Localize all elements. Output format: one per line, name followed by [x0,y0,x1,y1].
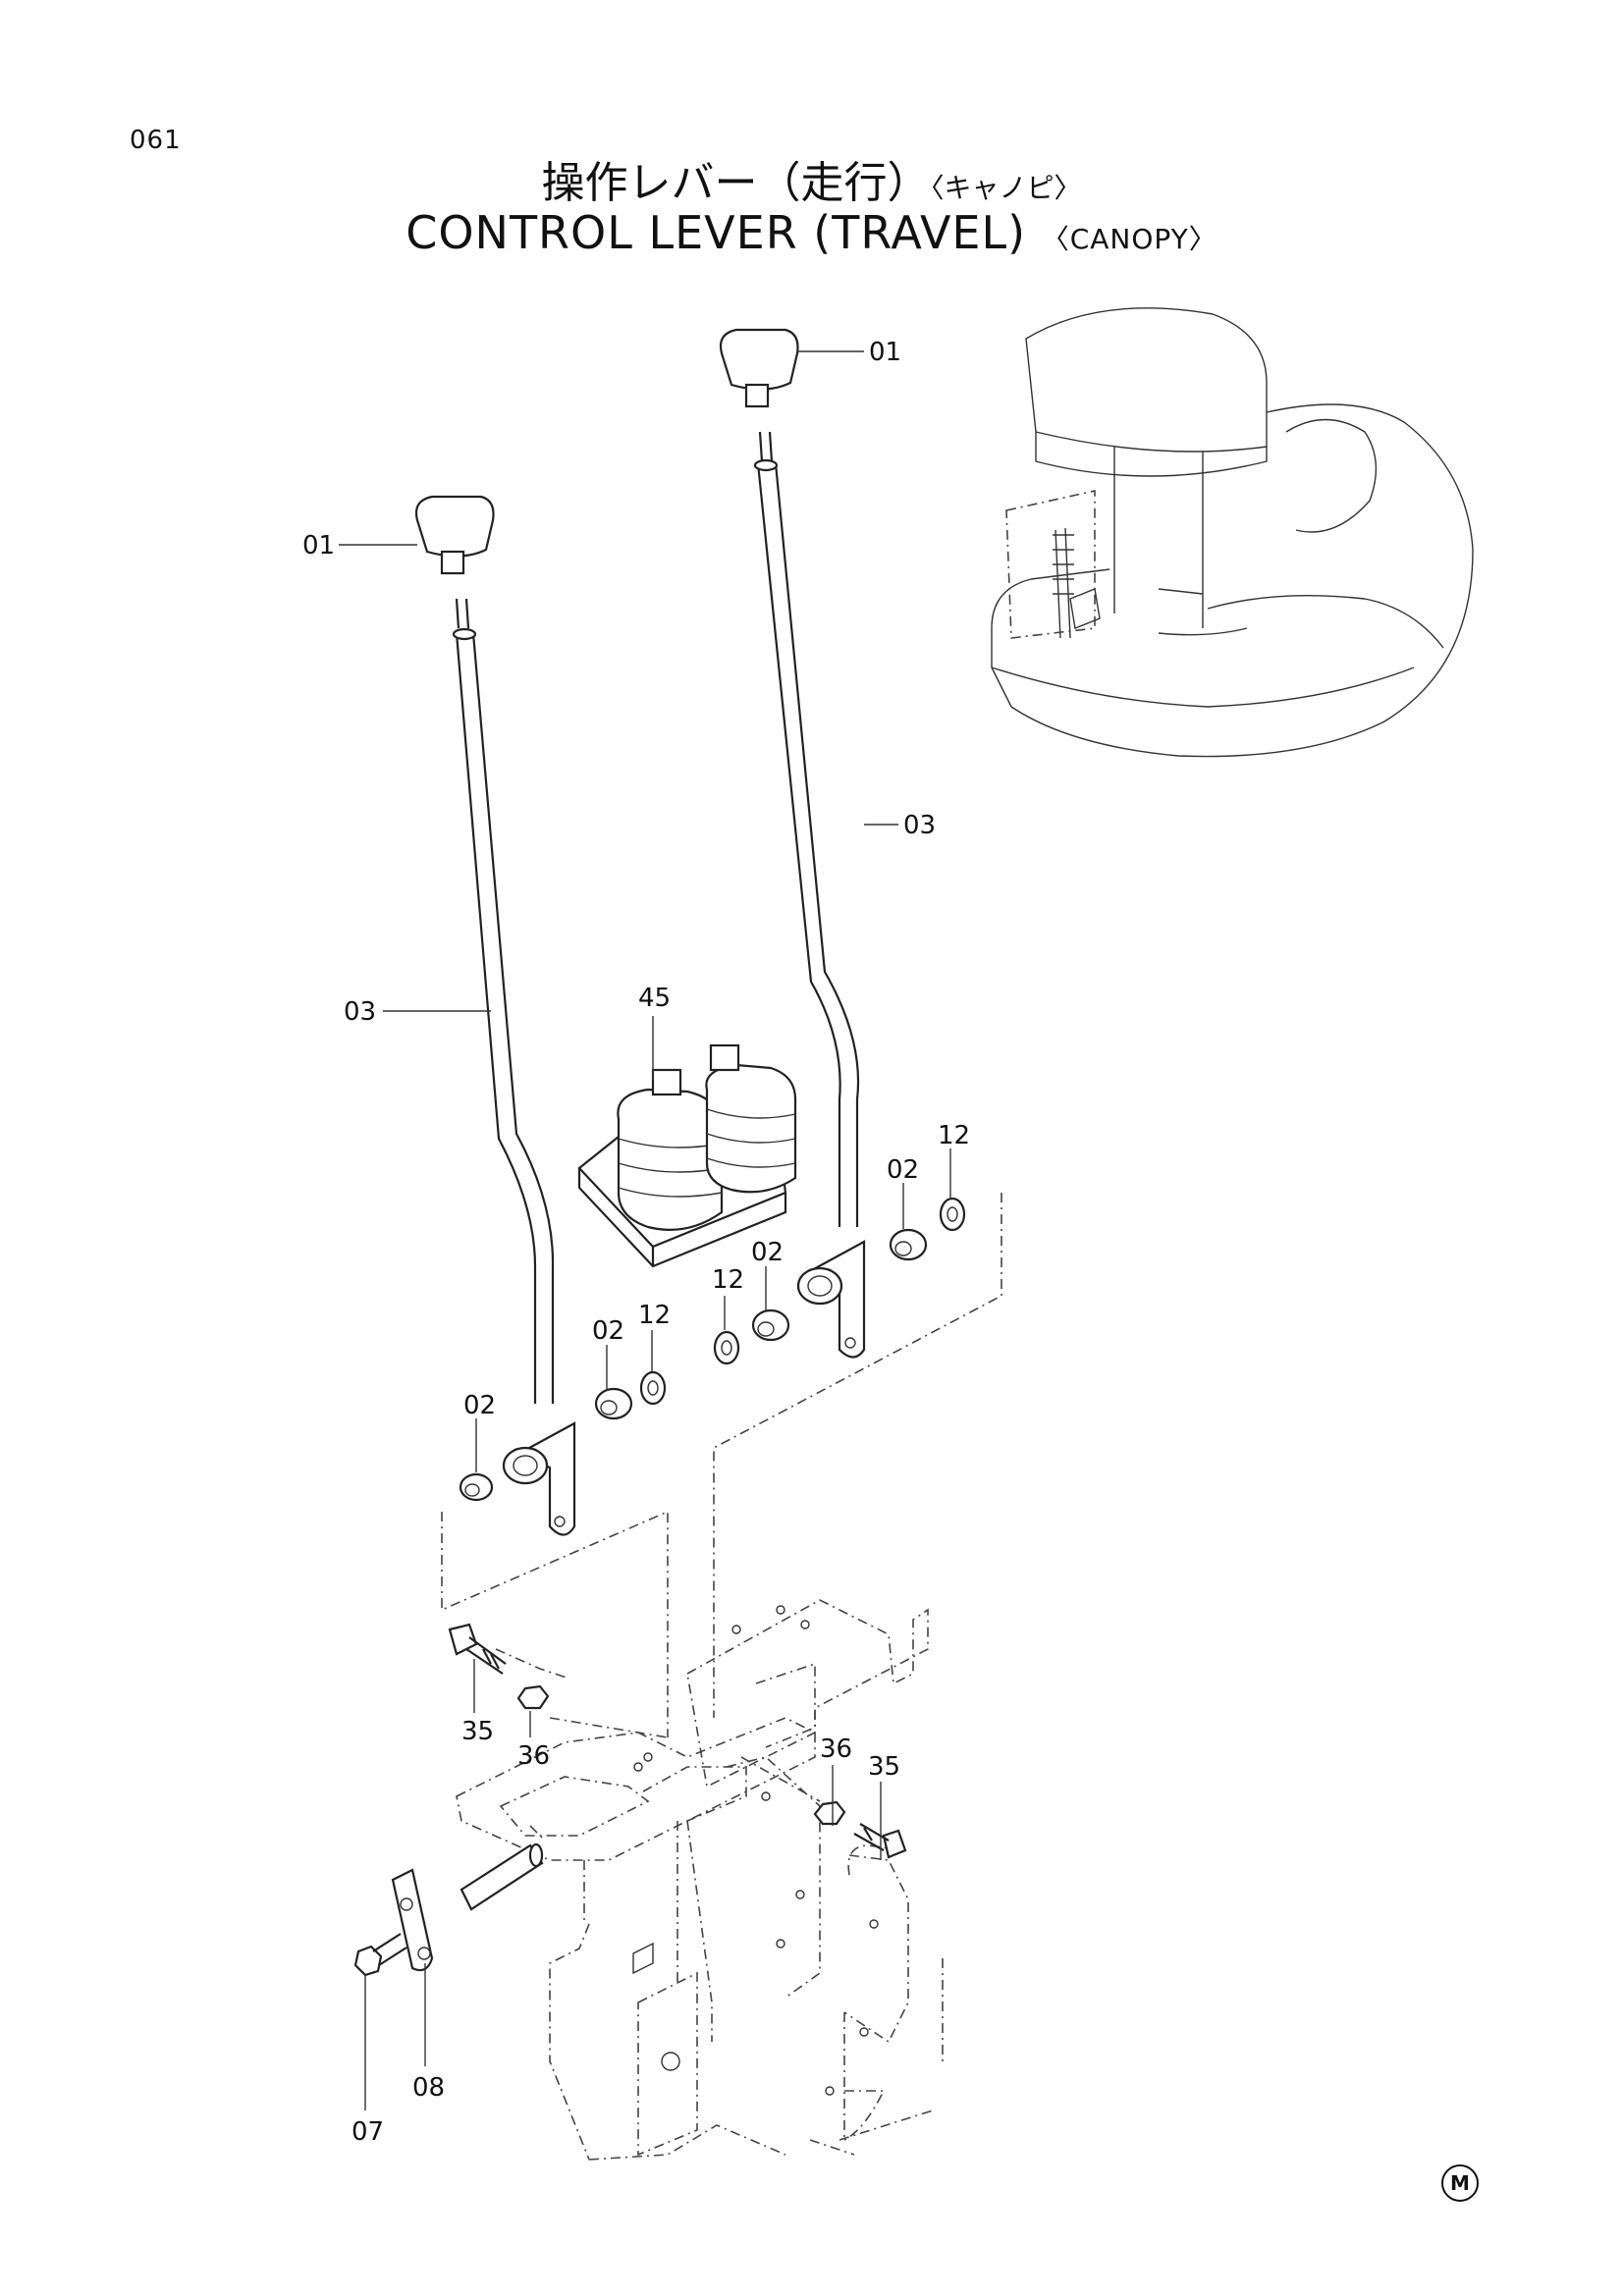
page-number: 061 [130,126,182,155]
callout-collar-right-outer: 02 [887,1155,919,1185]
title-japanese: 操作レバー（走行）〈キャノピ〉 [0,147,1623,210]
callout-bolt-small: 07 [352,2117,384,2147]
callout-collar-left-outer: 02 [592,1316,624,1346]
pivot-right [796,1240,866,1359]
callout-lever-left: 03 [344,997,376,1027]
title-japanese-suffix: 〈キャノピ〉 [930,172,1082,204]
callout-plate: 08 [412,2073,445,2103]
callout-nut-right: 36 [820,1735,852,1764]
guide-rod [460,1842,544,1911]
base-frame [456,1599,944,2161]
callout-bellows: 45 [638,984,671,1013]
callout-collar-left-inner: 02 [463,1391,496,1420]
machine-inset-view [991,307,1474,758]
callout-lever-right: 03 [903,811,936,840]
manufacturer-mark: M [1441,2164,1479,2202]
callout-washer-right-inner: 12 [712,1265,744,1295]
knob-right [719,328,799,408]
title-english-suffix: 〈CANOPY〉 [1041,223,1217,255]
title-english: CONTROL LEVER (TRAVEL) 〈CANOPY〉 [0,206,1623,259]
pivot-left [502,1421,576,1536]
callout-knob-right: 01 [869,338,901,367]
hardware [353,1623,907,1977]
lever-right [753,431,860,1227]
plate-part [391,1868,434,1972]
assembly-lines [441,1193,1002,1842]
callout-nut-left: 36 [517,1741,550,1771]
lever-left [452,598,555,1404]
callout-labels: 01 01 03 03 45 02 12 12 02 02 12 02 35 3… [302,338,970,2147]
knob-left [414,495,495,575]
callout-bolt-right: 35 [868,1752,900,1782]
title-japanese-main: 操作レバー（走行） [541,158,931,208]
leader-lines [339,350,951,2110]
callout-bolt-left: 35 [461,1717,494,1746]
collars-and-washers [459,1197,966,1502]
callout-washer-left: 12 [638,1301,671,1330]
callout-collar-right-inner: 02 [751,1238,784,1267]
bellows-assembly [577,1043,797,1268]
callout-knob-left: 01 [302,531,335,561]
callout-washer-right-outer: 12 [938,1121,970,1150]
title-english-main: CONTROL LEVER (TRAVEL) [406,206,1027,259]
